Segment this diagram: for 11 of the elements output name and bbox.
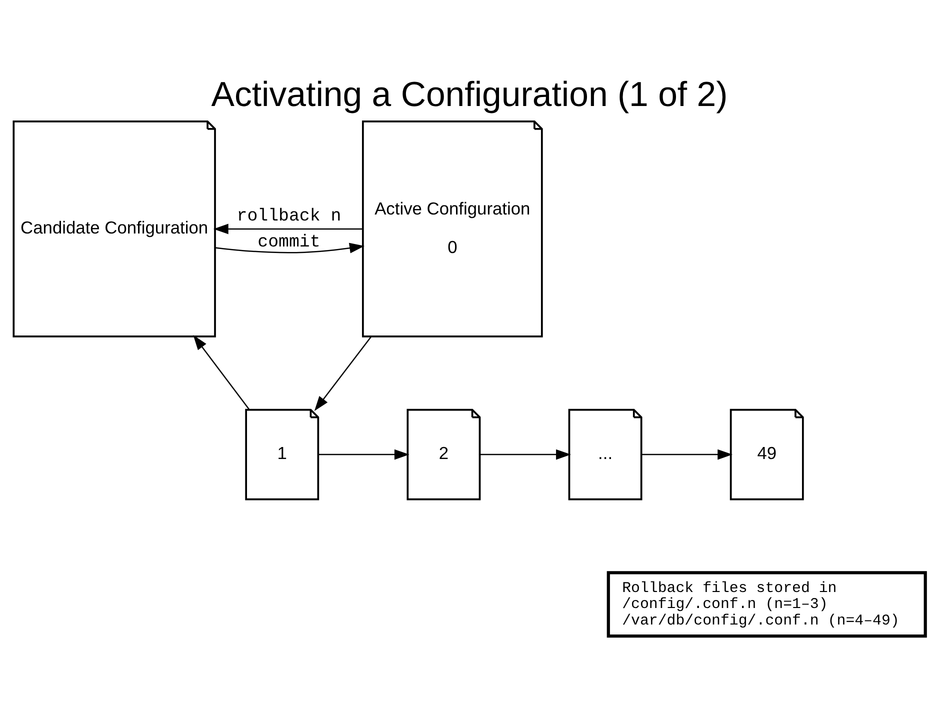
arrow <box>480 448 571 460</box>
node-box: Rollback files stored in /config/.conf.n (n=1–3) /var/db/config/.conf.n (n=4–49) <box>606 570 927 638</box>
edge-label: commit <box>258 233 320 252</box>
arrow <box>213 223 363 234</box>
arrow <box>314 336 372 411</box>
arrow <box>642 448 733 460</box>
arrow <box>193 334 250 410</box>
arrow <box>318 448 410 460</box>
arrow <box>215 242 364 253</box>
edge-label: rollback n <box>236 207 342 226</box>
diagram-title: Activating a Configuration (1 of 2) <box>211 74 728 114</box>
